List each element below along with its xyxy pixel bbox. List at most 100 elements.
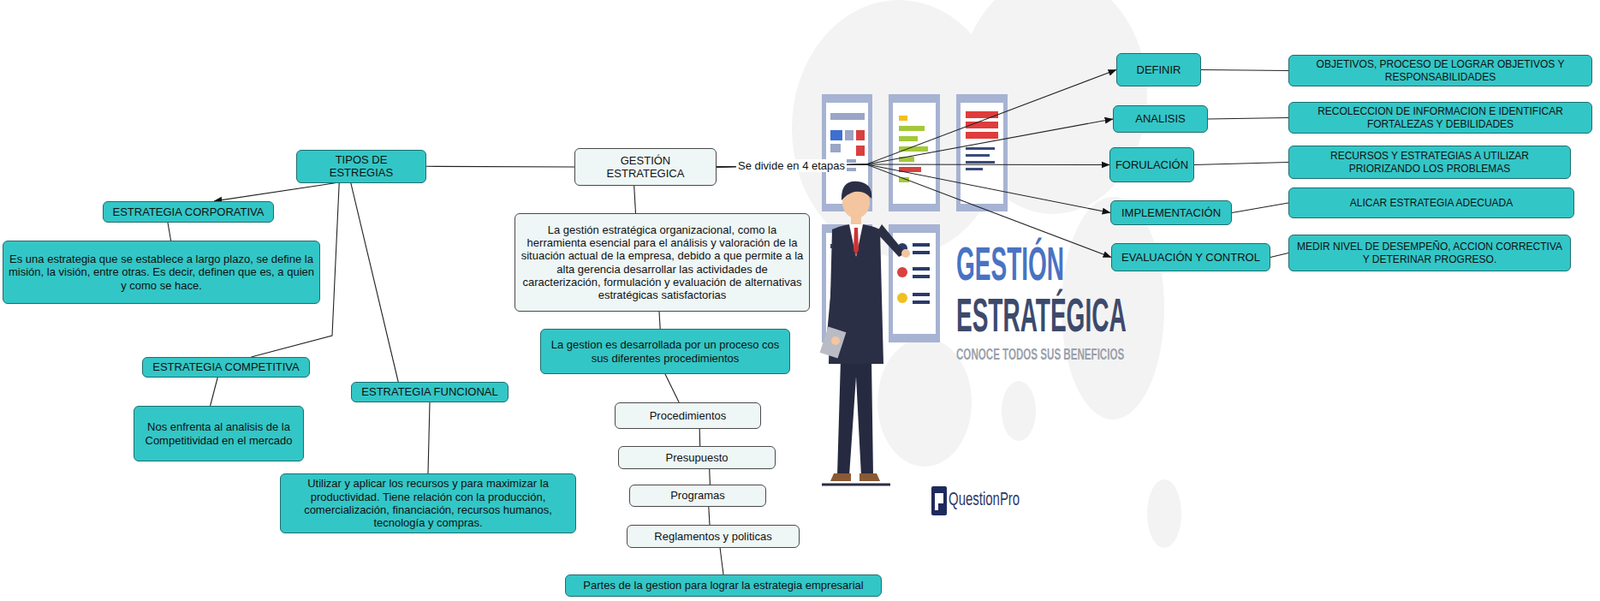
businessman-part xyxy=(821,483,891,487)
concept-box: EVALUACIÓN Y CONTROL xyxy=(1111,243,1271,272)
poster-part xyxy=(912,243,930,247)
poster-part xyxy=(897,292,908,304)
process-box: Reglamentos y politicas xyxy=(626,524,800,548)
box-text: Partes de la gestion para lograr la estr… xyxy=(582,578,863,592)
illustration-title: ESTRATÉGICA xyxy=(956,291,1127,340)
businessman-part xyxy=(830,473,851,482)
concept-box: OBJETIVOS, PROCESO DE LOGRAR OBJETIVOS Y… xyxy=(1288,54,1593,87)
box-text: ESTRATEGIA FUNCIONAL xyxy=(361,385,498,399)
process-box: La gestión estratégica organizacional, c… xyxy=(514,213,810,312)
concept-box: RECURSOS Y ESTRATEGIAS A UTILIZAR PRIORI… xyxy=(1288,145,1571,179)
connector xyxy=(1194,162,1289,166)
box-text: EVALUACIÓN Y CONTROL xyxy=(1121,250,1261,264)
concept-box: TIPOS DE ESTREGIAS xyxy=(296,149,427,184)
concept-box: ALICAR ESTRATEGIA ADECUADA xyxy=(1288,187,1575,219)
connector xyxy=(716,70,1117,168)
connector xyxy=(426,166,575,168)
businessman xyxy=(820,181,911,485)
questionpro-icon-part xyxy=(934,493,944,511)
box-text: Procedimientos xyxy=(649,409,727,423)
box-text: ALICAR ESTRATEGIA ADECUADA xyxy=(1350,196,1514,209)
concept-box: RECOLECCION DE INFORMACION E IDENTIFICAR… xyxy=(1288,101,1593,134)
connector xyxy=(428,402,430,474)
process-box: Programas xyxy=(629,484,767,507)
poster-part xyxy=(830,113,865,120)
process-box: GESTIÓN ESTRATEGICA xyxy=(574,148,717,186)
illustration-title: GESTIÓN xyxy=(956,239,1065,288)
questionpro-icon-part xyxy=(931,486,947,516)
connector xyxy=(719,547,724,575)
process-box: Presupuesto xyxy=(618,446,776,470)
concept-box: Es una estrategia que se establece a lar… xyxy=(2,240,321,304)
poster-part xyxy=(898,136,918,142)
concept-box: DEFINIR xyxy=(1116,53,1202,87)
box-text: FORULACIÓN xyxy=(1115,158,1189,172)
logo-text: QuestionPro xyxy=(948,489,1020,509)
concept-box: Partes de la gestion para lograr la estr… xyxy=(565,574,882,597)
connector xyxy=(1231,202,1289,214)
concept-box: ESTRATEGIA COMPETITIVA xyxy=(142,356,310,378)
connector xyxy=(1207,118,1289,120)
poster-part xyxy=(912,292,930,297)
poster-part xyxy=(912,274,930,279)
box-text: TIPOS DE ESTREGIAS xyxy=(302,153,421,180)
poster-part xyxy=(830,143,841,153)
concept-box: IMPLEMENTACIÓN xyxy=(1110,200,1232,226)
poster-part xyxy=(898,115,908,121)
businessman-part xyxy=(859,473,881,482)
businessman-part xyxy=(853,227,859,256)
illustration-title: CONOCE TODOS SUS BENEFICIOS xyxy=(956,345,1125,363)
box-text: Nos enfrenta al analisis de la Competiti… xyxy=(139,420,298,447)
concept-box: ESTRATEGIA CORPORATIVA xyxy=(102,201,274,223)
businessman-part xyxy=(826,239,845,336)
box-text: Reglamentos y politicas xyxy=(654,529,772,543)
poster-part xyxy=(912,250,930,255)
box-text: Programas xyxy=(670,488,726,502)
background-blobs-part xyxy=(1001,380,1036,441)
concept-box: MEDIR NIVEL DE DESEMPEÑO, ACCION CORRECT… xyxy=(1288,234,1571,272)
connector xyxy=(167,222,172,241)
box-text: Es una estrategia que se establece a lar… xyxy=(8,252,315,292)
connector xyxy=(210,377,219,406)
connector xyxy=(699,428,702,447)
box-text: RECOLECCION DE INFORMACION E IDENTIFICAR… xyxy=(1294,105,1587,130)
background-blobs-part xyxy=(1147,479,1182,548)
box-text: La gestión estratégica organizacional, c… xyxy=(520,223,804,303)
concept-box: FORULACIÓN xyxy=(1109,147,1195,183)
box-text: Presupuesto xyxy=(666,451,729,464)
poster-part xyxy=(844,130,854,141)
poster-part xyxy=(965,147,995,150)
connector xyxy=(708,469,711,485)
poster xyxy=(956,94,1008,212)
poster-part xyxy=(897,267,908,278)
connector xyxy=(214,183,336,202)
poster-part xyxy=(856,145,865,156)
poster-part xyxy=(965,131,999,139)
process-box: Procedimientos xyxy=(614,402,762,429)
poster-part xyxy=(956,94,1008,212)
businessman-part xyxy=(841,181,872,201)
connector xyxy=(665,374,679,403)
concept-box: La gestion es desarrollada por un proces… xyxy=(540,328,791,375)
box-text: RECURSOS Y ESTRATEGIAS A UTILIZAR PRIORI… xyxy=(1294,149,1565,174)
concept-box: ANALISIS xyxy=(1112,105,1208,133)
businessman-part xyxy=(901,249,911,258)
poster-part xyxy=(912,267,930,271)
box-text: ESTRATEGIA COMPETITIVA xyxy=(152,360,299,374)
box-text: OBJETIVOS, PROCESO DE LOGRAR OBJETIVOS Y… xyxy=(1294,58,1587,83)
box-text: ANALISIS xyxy=(1135,112,1186,125)
poster-part xyxy=(898,125,925,131)
poster-part xyxy=(965,111,999,119)
poster-part xyxy=(965,154,990,157)
poster-part xyxy=(965,160,995,164)
box-text: MEDIR NIVEL DE DESEMPEÑO, ACCION CORRECT… xyxy=(1294,240,1565,265)
poster-part xyxy=(830,130,843,141)
connector xyxy=(1270,253,1289,258)
box-text: GESTIÓN ESTRATEGICA xyxy=(580,154,711,181)
questionpro-icon xyxy=(931,486,947,516)
businessman-part xyxy=(831,336,840,345)
connector xyxy=(1201,70,1289,72)
businessman-part xyxy=(876,224,906,257)
box-text: IMPLEMENTACIÓN xyxy=(1121,206,1221,220)
poster-part xyxy=(912,300,930,304)
